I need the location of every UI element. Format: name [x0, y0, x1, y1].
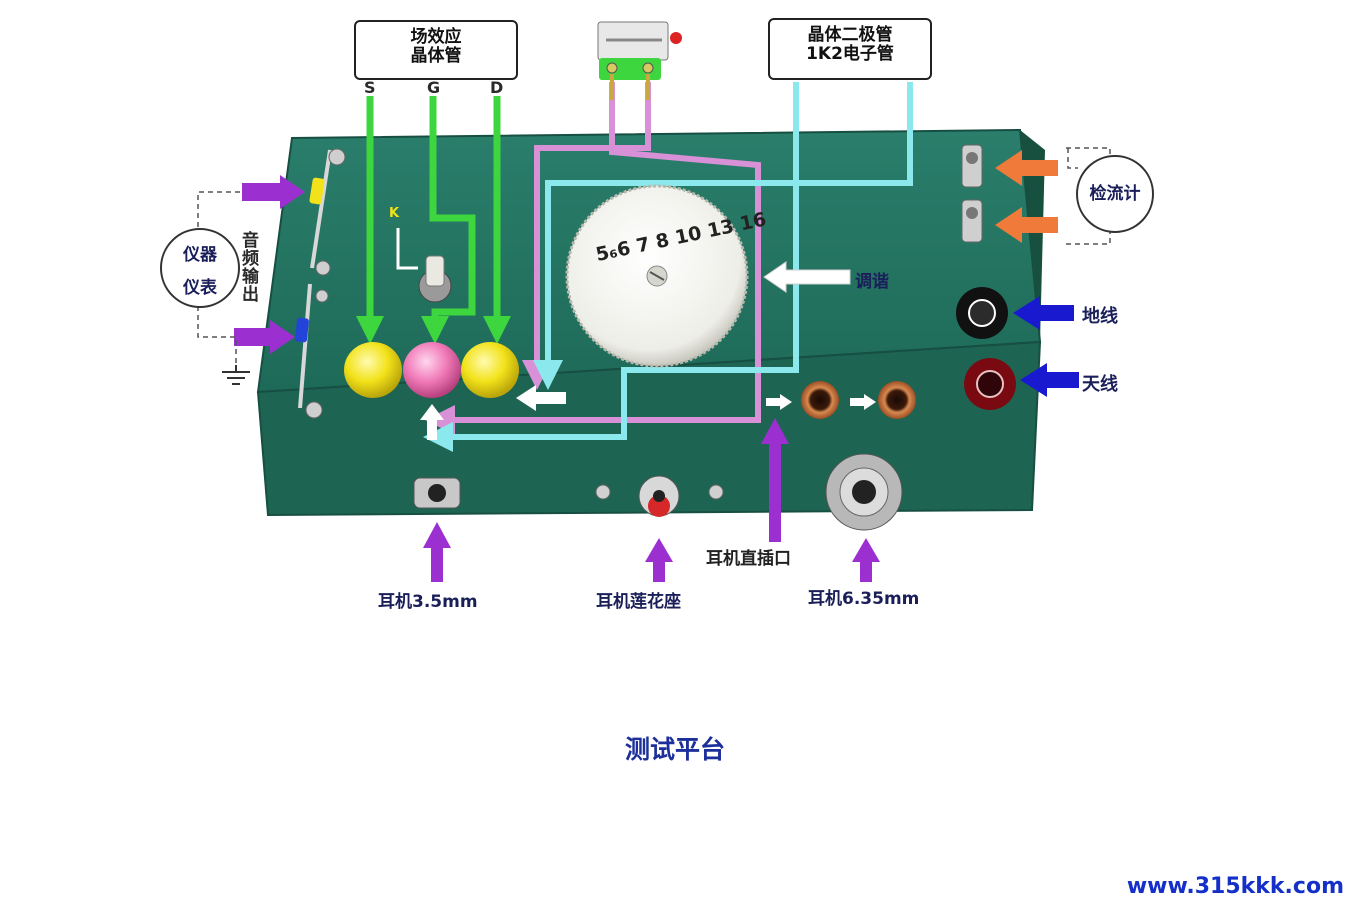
pin-d-label: D	[490, 78, 504, 97]
diode-tube-component	[597, 21, 682, 100]
ground-antenna-posts	[956, 287, 1016, 410]
diode-tube-label-box: 晶体二极管 1K2电子管	[768, 18, 932, 80]
pin-g-label: G	[427, 78, 441, 97]
front-panel-jacks	[413, 453, 903, 531]
tuning-label: 调谐	[855, 272, 889, 292]
meter-label-line2: 仪表	[183, 278, 217, 298]
diode-label-line2: 1K2电子管	[806, 44, 894, 64]
fet-label-line1: 场效应	[410, 27, 462, 47]
audio-output-char-1: 音	[242, 231, 259, 251]
website-url[interactable]: www.315kkk.com	[1126, 874, 1344, 899]
audio-output-terminals	[295, 148, 346, 419]
meter-circle: 仪器 仪表	[160, 228, 240, 308]
audio-output-char-3: 输	[242, 267, 259, 287]
pin-s-label: S	[364, 78, 376, 97]
audio-output-char-4: 出	[242, 285, 259, 305]
switch-k-label: K	[389, 206, 400, 221]
orange-arrows	[995, 150, 1058, 243]
earphone-direct-jacks	[801, 381, 916, 419]
earphone-rca-label: 耳机莲花座	[596, 592, 681, 612]
blue-arrows	[1013, 296, 1079, 397]
audio-output-char-2: 频	[242, 249, 259, 269]
page-caption: 测试平台	[624, 735, 725, 764]
audio-output-label: 音 频 输 出	[242, 232, 264, 304]
fet-binding-posts	[344, 342, 519, 398]
fet-label-line2: 晶体管	[410, 46, 462, 66]
purple-arrows	[234, 175, 880, 582]
white-arrows	[420, 385, 876, 440]
earphone-direct-label: 耳机直插口	[706, 549, 791, 569]
tuning-arrow	[763, 261, 851, 293]
galvanometer-circle: 检流计	[1076, 155, 1154, 233]
ground-wire-label: 地线	[1082, 306, 1118, 327]
diode-label-line1: 晶体二极管	[807, 25, 893, 45]
galvanometer-terminals	[961, 144, 983, 243]
switch-k	[418, 255, 452, 303]
earphone-635-label: 耳机6.35mm	[808, 589, 920, 609]
antenna-label: 天线	[1082, 374, 1118, 395]
fet-label-box: 场效应 晶体管	[354, 20, 518, 80]
dashed-connectors	[197, 147, 1111, 365]
galvanometer-label: 检流计	[1089, 184, 1141, 204]
meter-label-line1: 仪器	[183, 245, 217, 265]
tuning-dial: 5₆6 7 8 10 13 16	[565, 184, 768, 368]
earphone-35-label: 耳机3.5mm	[378, 592, 478, 612]
ground-symbol-icon	[222, 365, 250, 385]
